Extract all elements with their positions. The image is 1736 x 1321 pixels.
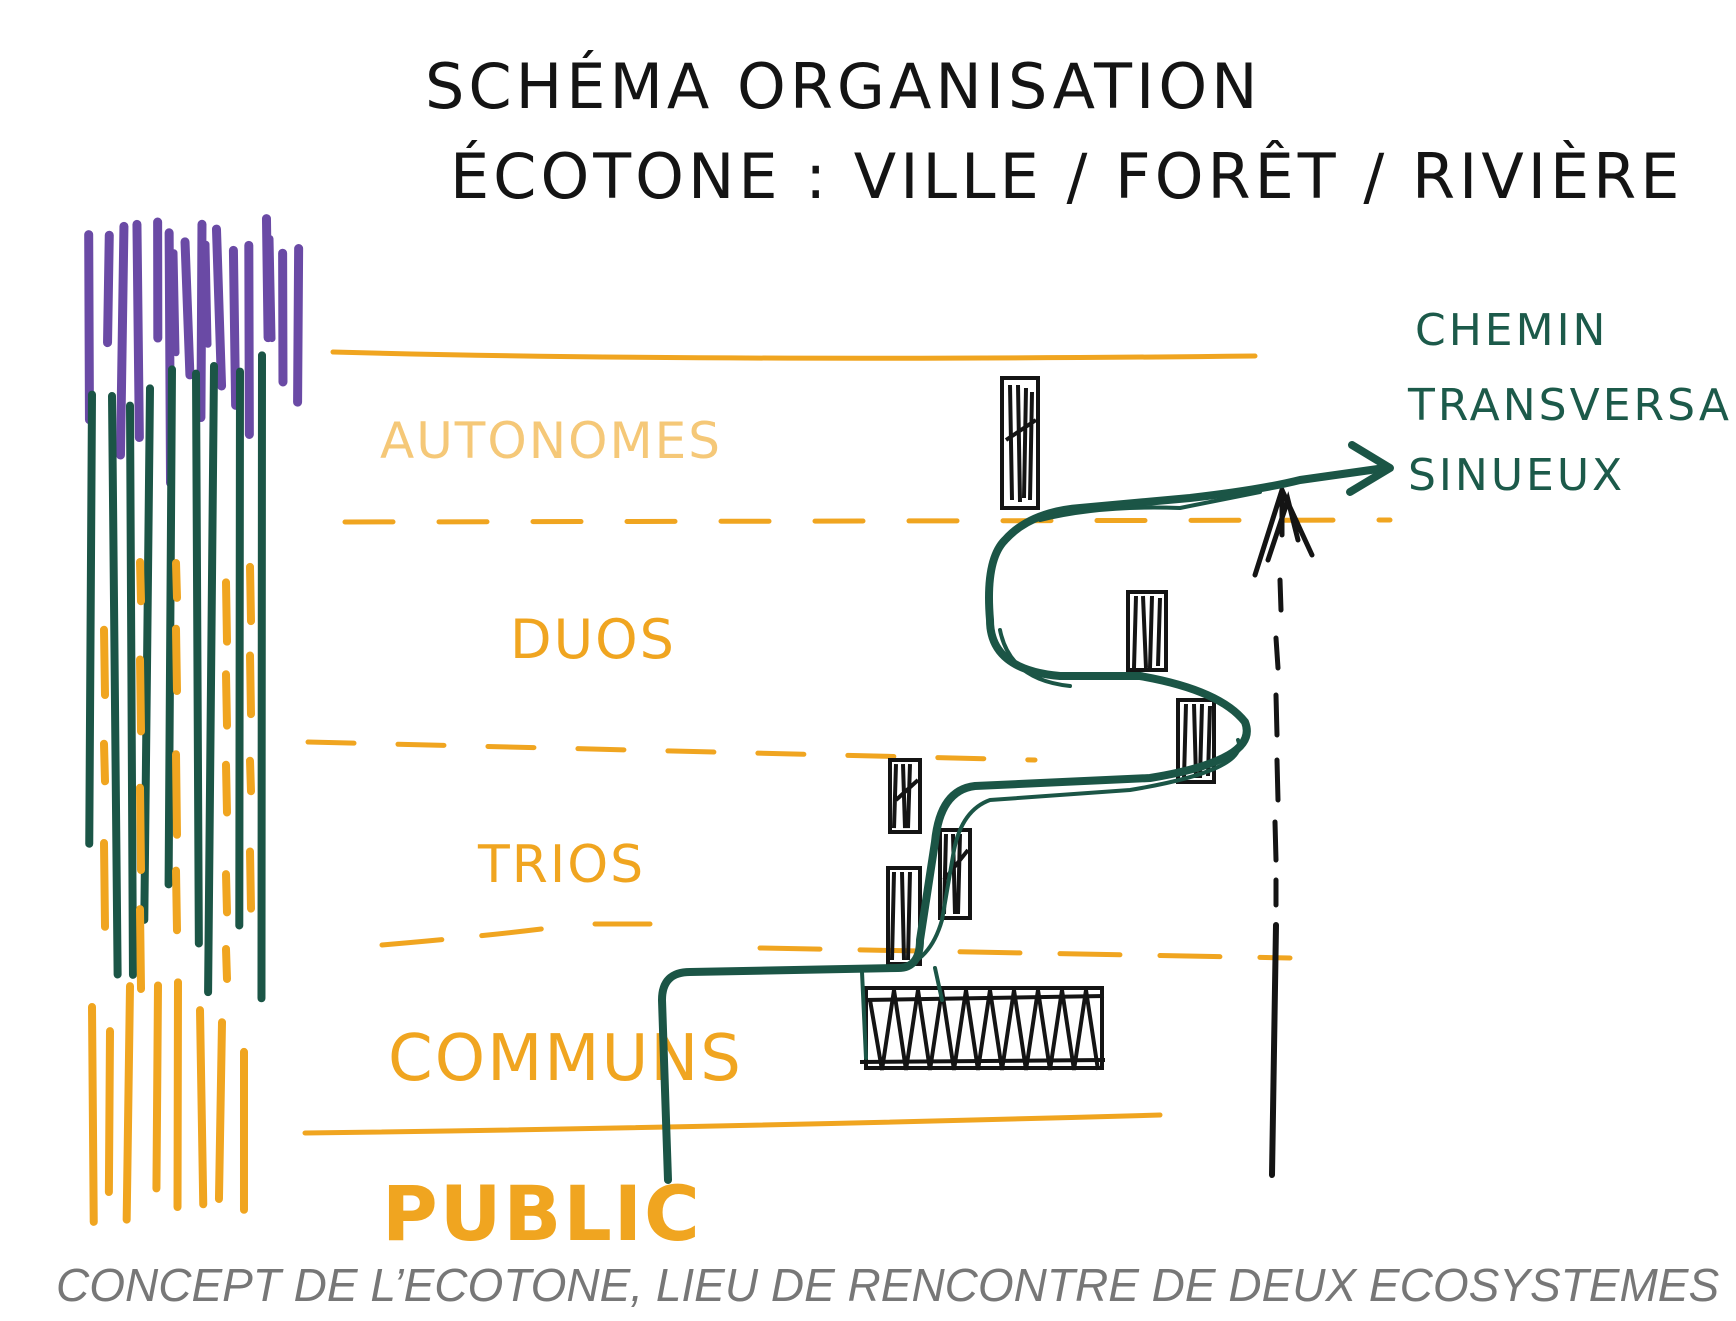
orange-stroke bbox=[104, 1027, 114, 1197]
orange-stroke bbox=[88, 1003, 98, 1226]
zone-label-duos: DUOS bbox=[510, 608, 676, 671]
diagram-title-line-2: ÉCOTONE : VILLE / FORÊT / RIVIÈRE bbox=[450, 140, 1683, 213]
figure-caption: CONCEPT DE L’ECOTONE, LIEU DE RENCONTRE … bbox=[56, 1259, 1720, 1311]
path-branch-down bbox=[860, 970, 868, 1060]
building-autonomes bbox=[1000, 376, 1040, 510]
orange-dash bbox=[222, 760, 231, 817]
zone-label-communs: COMMUNS bbox=[388, 1022, 743, 1096]
purple-stroke bbox=[228, 245, 241, 410]
orange-dash bbox=[136, 557, 145, 606]
orange-dash bbox=[222, 870, 231, 917]
sinuous-path-main bbox=[658, 464, 1389, 1184]
green-stroke bbox=[192, 369, 203, 948]
green-stroke bbox=[140, 384, 154, 924]
zone-label-autonomes: AUTONOMES bbox=[380, 412, 722, 470]
orange-dash bbox=[100, 625, 109, 700]
top-boundary-line bbox=[330, 349, 1258, 361]
orange-dash bbox=[172, 750, 181, 839]
building-communs bbox=[859, 986, 1106, 1071]
orange-dash bbox=[222, 578, 231, 646]
ecosystem-strokes-band bbox=[84, 214, 304, 1226]
orange-dash bbox=[100, 739, 109, 786]
purple-stroke bbox=[196, 219, 207, 423]
orange-dash bbox=[246, 562, 255, 626]
purple-stroke bbox=[211, 224, 227, 391]
zone-boundaries bbox=[302, 349, 1393, 1136]
purple-stroke bbox=[115, 221, 129, 460]
path-label-line-3: SINUEUX bbox=[1408, 450, 1625, 501]
purple-stroke bbox=[103, 230, 114, 348]
duos-trios-dashed-line bbox=[305, 739, 1038, 763]
green-stroke bbox=[235, 367, 244, 930]
path-label-line-2: TRANSVERSAL bbox=[1407, 380, 1736, 431]
orange-dash bbox=[246, 756, 255, 796]
orange-stroke bbox=[152, 981, 162, 1193]
river-line bbox=[1252, 483, 1315, 1178]
purple-stroke bbox=[202, 240, 212, 348]
purple-stroke bbox=[180, 237, 195, 380]
path-label-line-1: CHEMIN bbox=[1415, 305, 1608, 356]
orange-dash bbox=[136, 905, 145, 993]
purple-stroke bbox=[84, 230, 94, 425]
green-stroke bbox=[257, 351, 266, 1003]
public-boundary-line bbox=[302, 1112, 1163, 1136]
orange-dash bbox=[246, 847, 255, 913]
orange-stroke bbox=[122, 982, 134, 1224]
orange-dash bbox=[100, 839, 109, 931]
transversal-path bbox=[658, 441, 1394, 1184]
building-duos bbox=[1126, 590, 1168, 672]
orange-dash bbox=[222, 670, 231, 730]
purple-stroke bbox=[244, 240, 254, 439]
path-arrow-head bbox=[1346, 441, 1394, 496]
green-stroke bbox=[85, 390, 96, 848]
orange-dash bbox=[246, 651, 255, 719]
orange-stroke bbox=[196, 1006, 208, 1209]
green-stroke bbox=[108, 391, 122, 979]
diagram-title-line-1: SCHÉMA ORGANISATION bbox=[425, 50, 1262, 123]
building-trios-2 bbox=[938, 828, 972, 920]
building-duos-lower bbox=[1176, 698, 1216, 784]
zone-label-trios: TRIOS bbox=[477, 835, 645, 895]
purple-stroke bbox=[293, 244, 304, 407]
public-label: PUBLIC bbox=[382, 1169, 702, 1258]
orange-dash bbox=[136, 783, 145, 874]
orange-dash bbox=[172, 558, 181, 602]
purple-stroke bbox=[170, 249, 180, 357]
orange-dash bbox=[136, 655, 145, 736]
green-stroke bbox=[204, 362, 218, 997]
sinuous-path-echo bbox=[896, 490, 1262, 970]
river-arrow-head bbox=[1252, 483, 1315, 578]
purple-stroke bbox=[132, 219, 144, 443]
orange-stroke bbox=[214, 1018, 226, 1203]
orange-dash bbox=[222, 944, 231, 984]
building-trios-1 bbox=[888, 758, 922, 834]
autonomes-duos-dashed-line bbox=[342, 517, 1393, 525]
trios-communs-dashed-line bbox=[379, 921, 1293, 961]
green-stroke bbox=[126, 401, 137, 979]
green-stroke bbox=[164, 365, 176, 889]
purple-stroke bbox=[266, 235, 276, 343]
orange-dash bbox=[172, 624, 181, 695]
path-branch-right bbox=[933, 966, 944, 1002]
orange-dash bbox=[172, 866, 181, 935]
